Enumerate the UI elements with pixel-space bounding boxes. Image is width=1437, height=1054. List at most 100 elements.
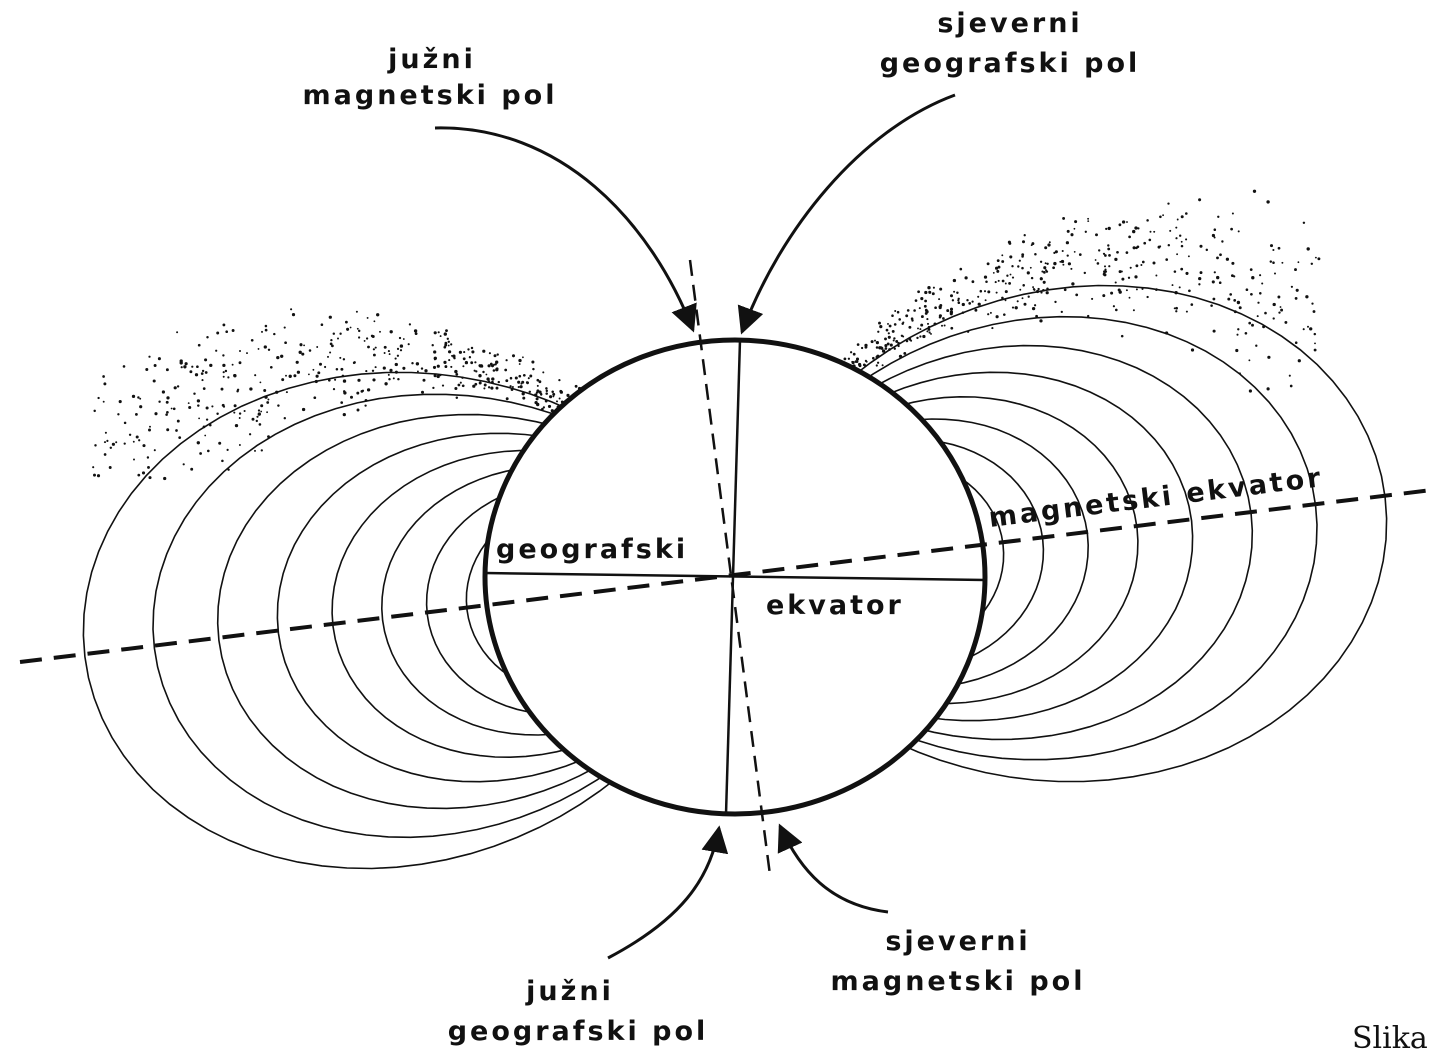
stipple-dot bbox=[1169, 230, 1171, 232]
stipple-dot bbox=[337, 338, 339, 340]
stipple-dot bbox=[119, 400, 122, 403]
stipple-dot bbox=[1175, 237, 1177, 239]
stipple-dot bbox=[1039, 319, 1042, 322]
stipple-dot bbox=[437, 365, 440, 368]
stipple-dot bbox=[93, 474, 96, 477]
stipple-dot bbox=[521, 381, 524, 384]
stipple-dot bbox=[1085, 231, 1087, 233]
stipple-dot bbox=[408, 343, 410, 345]
stipple-dot bbox=[1087, 220, 1089, 222]
stipple-dot bbox=[166, 368, 169, 371]
stipple-dot bbox=[844, 358, 847, 361]
stipple-dot bbox=[350, 327, 352, 329]
stipple-dot bbox=[293, 374, 296, 377]
stipple-dot bbox=[1119, 290, 1122, 293]
stipple-dot bbox=[1317, 257, 1320, 260]
stipple-dot bbox=[532, 368, 534, 370]
stipple-dot bbox=[197, 404, 199, 406]
stipple-dot bbox=[340, 368, 343, 371]
stipple-dot bbox=[222, 364, 225, 367]
stipple-dot bbox=[174, 386, 177, 389]
stipple-dot bbox=[1121, 270, 1123, 272]
stipple-dot bbox=[316, 346, 318, 348]
stipple-dot bbox=[984, 275, 987, 278]
stipple-dot bbox=[375, 366, 377, 368]
stipple-dot bbox=[1181, 241, 1183, 243]
stipple-dot bbox=[1043, 266, 1046, 269]
stipple-dot bbox=[1005, 283, 1007, 285]
stipple-dot bbox=[1114, 258, 1117, 261]
stipple-dot bbox=[996, 270, 999, 273]
stipple-dot bbox=[1210, 304, 1213, 307]
stipple-dot bbox=[375, 347, 377, 349]
stipple-dot bbox=[1245, 332, 1248, 335]
stipple-dot bbox=[886, 329, 889, 332]
field-line bbox=[332, 451, 735, 758]
stipple-dot bbox=[1104, 265, 1106, 267]
stipple-dot bbox=[227, 449, 229, 451]
stipple-dot bbox=[1084, 272, 1086, 274]
stipple-dot bbox=[1132, 230, 1135, 233]
stipple-dot bbox=[373, 320, 375, 322]
stipple-dot bbox=[1174, 270, 1177, 273]
stipple-dot bbox=[880, 346, 883, 349]
stipple-dot bbox=[1295, 297, 1298, 300]
stipple-dot bbox=[924, 300, 927, 303]
stipple-dot bbox=[455, 373, 458, 376]
stipple-dot bbox=[1259, 292, 1262, 295]
stipple-dot bbox=[1115, 281, 1117, 283]
stipple-dot bbox=[185, 362, 188, 365]
stipple-dot bbox=[898, 318, 901, 321]
stipple-dot bbox=[443, 361, 446, 364]
stipple-dot bbox=[1119, 223, 1122, 226]
label-magnetski-pol-bottom: magnetski pol bbox=[831, 966, 1086, 997]
north-geographic-pole-arrow bbox=[742, 95, 955, 332]
stipple-dot bbox=[202, 370, 204, 372]
stipple-dot bbox=[1237, 328, 1239, 330]
stipple-dot bbox=[356, 311, 358, 313]
stipple-dot bbox=[201, 379, 203, 381]
stipple-dot bbox=[474, 370, 476, 372]
label-juzni-top: južni bbox=[387, 44, 476, 75]
stipple-dot bbox=[1030, 267, 1032, 269]
stipple-dot bbox=[1037, 288, 1039, 290]
stipple-dot bbox=[1097, 262, 1100, 265]
stipple-dot bbox=[1062, 250, 1064, 252]
stipple-dot bbox=[266, 411, 268, 413]
stipple-dot bbox=[458, 384, 461, 387]
stipple-dot bbox=[1064, 288, 1067, 291]
stipple-dot bbox=[1185, 238, 1187, 240]
stipple-dot bbox=[456, 397, 458, 399]
stipple-dot bbox=[142, 471, 145, 474]
stipple-dot bbox=[299, 343, 302, 346]
stipple-dot bbox=[1179, 286, 1181, 288]
stipple-dot bbox=[147, 456, 149, 458]
stipple-dot bbox=[1216, 276, 1219, 279]
stipple-dot bbox=[357, 328, 359, 330]
stipple-dot bbox=[1314, 349, 1317, 352]
stipple-dot bbox=[1006, 275, 1008, 277]
stipple-dot bbox=[353, 362, 355, 364]
stipple-dot bbox=[953, 279, 956, 282]
stipple-dot bbox=[204, 358, 207, 361]
stipple-dot bbox=[1179, 235, 1181, 237]
stipple-dot bbox=[1153, 231, 1155, 233]
stipple-dot bbox=[173, 407, 176, 410]
stipple-dot bbox=[393, 377, 395, 379]
stipple-dot bbox=[261, 331, 263, 333]
stipple-dot bbox=[872, 357, 875, 360]
stipple-dot bbox=[183, 365, 186, 368]
stipple-dot bbox=[1021, 253, 1024, 256]
stipple-dot bbox=[237, 389, 239, 391]
stipple-dot bbox=[97, 474, 100, 477]
stipple-dot bbox=[990, 312, 992, 314]
stipple-dot bbox=[1126, 289, 1128, 291]
stipple-dot bbox=[921, 315, 924, 318]
field-line bbox=[735, 346, 1252, 740]
stipple-dot bbox=[223, 371, 225, 373]
label-juzni-bottom: južni bbox=[525, 976, 614, 1007]
stipple-dot bbox=[490, 363, 493, 366]
stipple-dot bbox=[361, 390, 364, 393]
stipple-dot bbox=[1313, 310, 1316, 313]
stipple-dot bbox=[395, 363, 398, 366]
